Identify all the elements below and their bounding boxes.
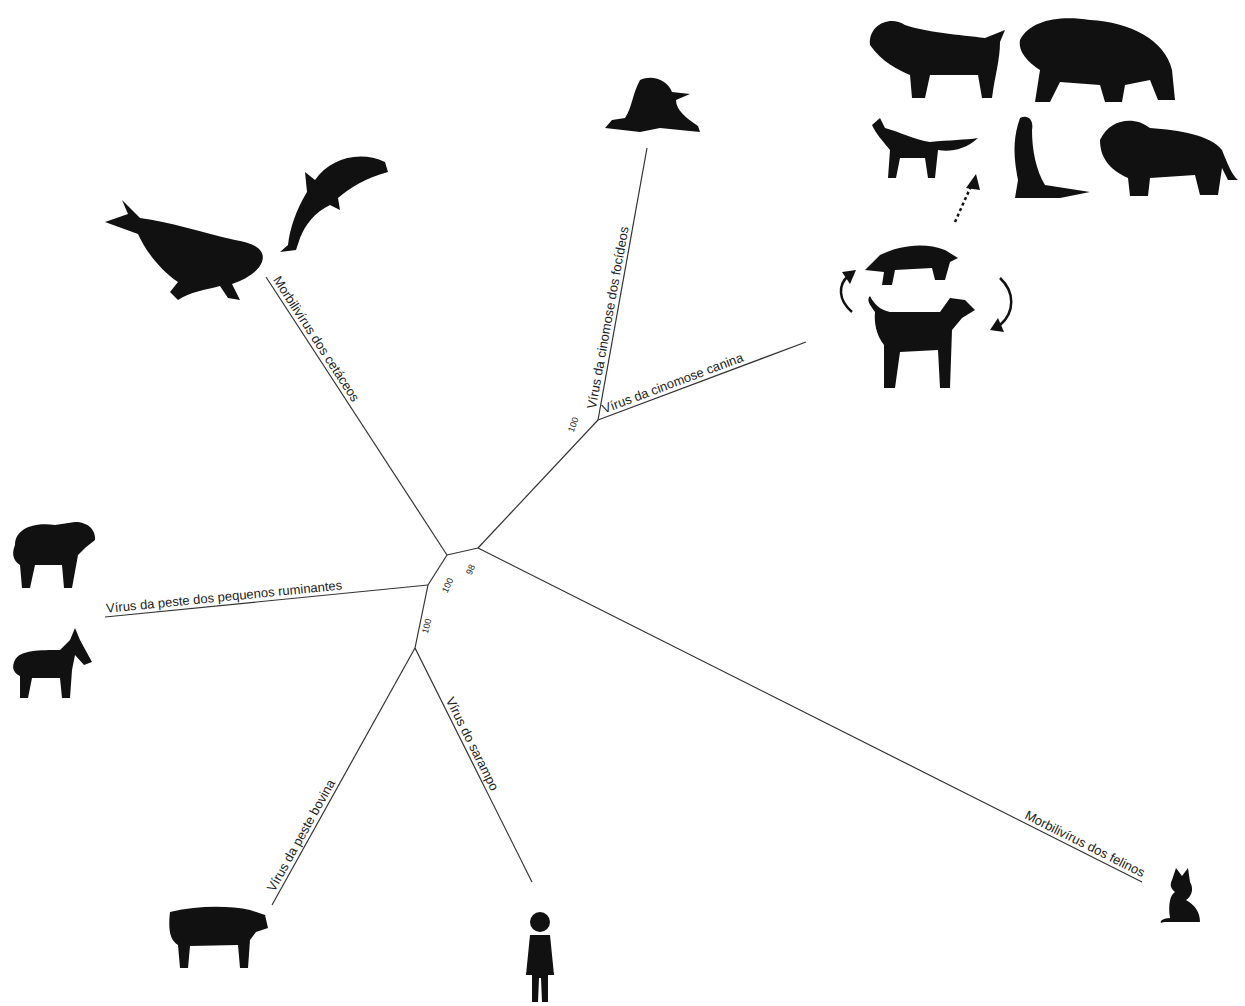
tree-branches [105,148,1142,905]
bootstrap-value: 98 [464,563,477,576]
bootstrap-value: 100 [420,617,434,634]
bootstrap-value: 100 [566,416,581,434]
branch-label: Morbilivírus dos cetáceos [270,273,363,404]
branch-label: Morbilivírus dos felinos [1023,807,1148,880]
branch-label: Vírus do sarampo [443,695,502,793]
branch-label: Vírus da cinomose canina [600,350,745,417]
branch-label: Vírus da peste bovina [264,777,338,894]
branch-label: Vírus da cinomose dos focídeos [584,225,632,410]
animal-silhouettes [13,18,1238,1002]
bootstrap-value: 100 [440,576,455,594]
transmission-arrows [841,184,1011,325]
arrowheads [842,174,1004,332]
